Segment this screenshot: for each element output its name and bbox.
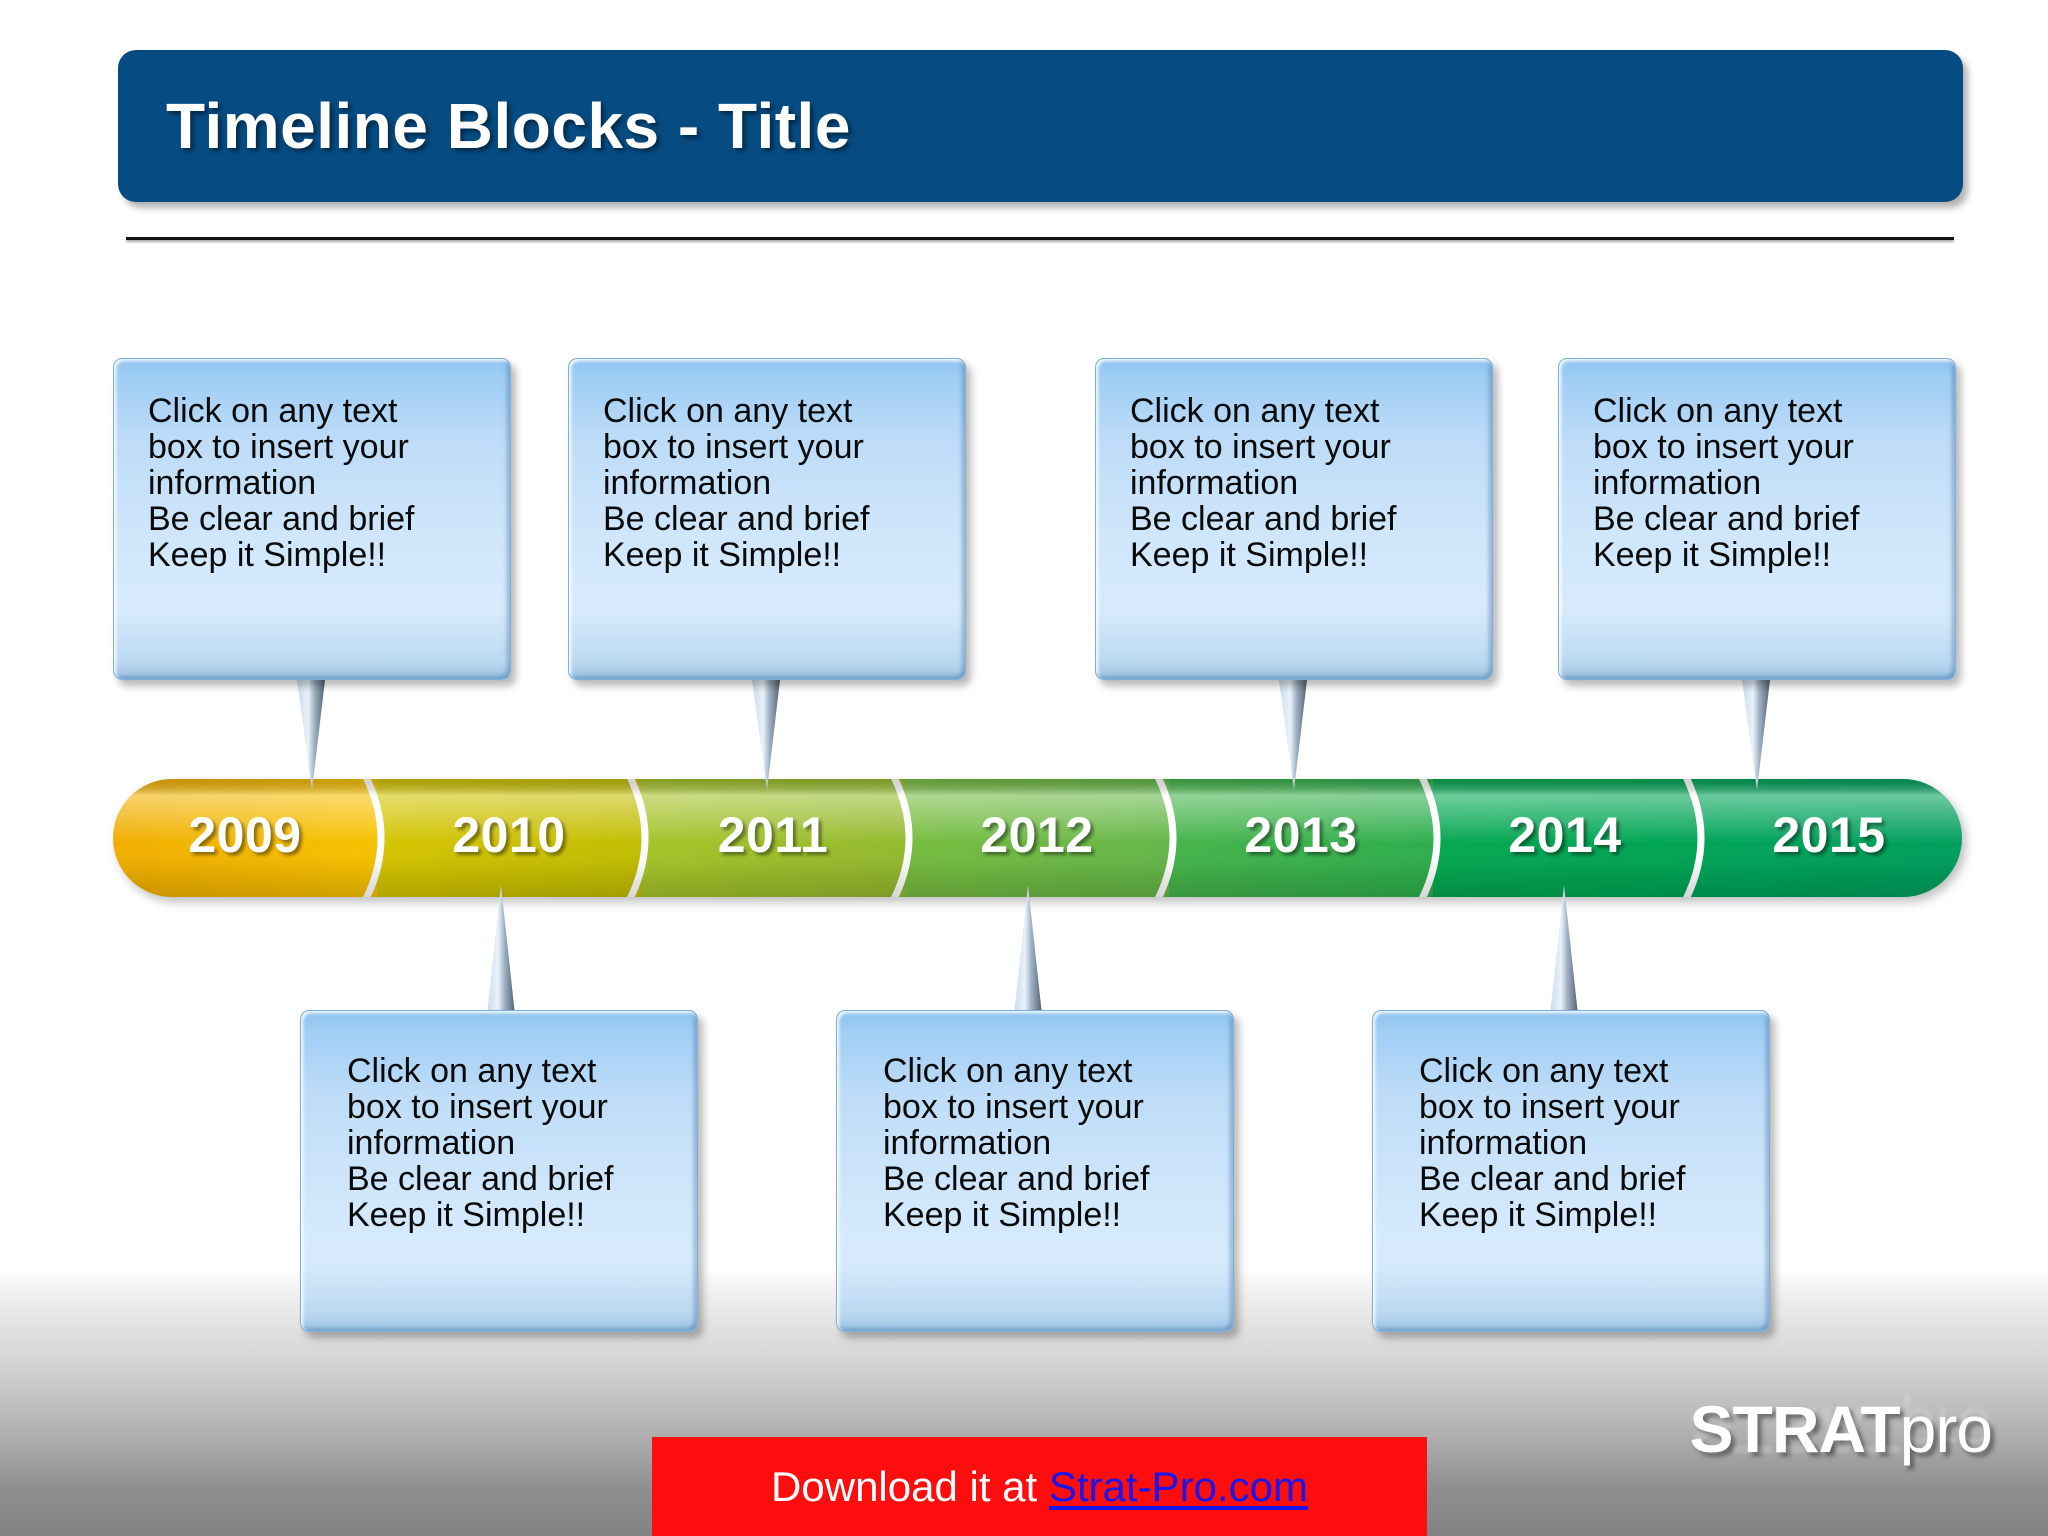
callout-body: Click on any text box to insert your inf… [569,359,965,679]
logo-reflection: STRATpro [1690,1394,1992,1468]
callout-line: box to insert your [603,428,864,467]
callout-line: box to insert your [1130,428,1391,467]
connector-spike-2015 [1742,680,1770,790]
callout-box-2009[interactable]: Click on any text box to insert your inf… [113,358,511,680]
connector-spike-2014 [1550,885,1578,1015]
callout-line: Click on any text [1593,392,1843,430]
logo-strat: STRAT [1689,1392,1901,1466]
callout-line: information [883,1124,1052,1163]
logo-reflection-strat: STRAT [1689,1394,1900,1468]
logo-pro: pro [1899,1392,1993,1466]
callout-line: information [148,464,317,503]
callout-line: Click on any text [1130,392,1380,430]
download-prefix: Download it at [771,1462,1049,1510]
logo-reflection-pro: pro [1899,1394,1992,1468]
callout-body: Click on any text box to insert your inf… [1373,1011,1769,1331]
callout-line: Keep it Simple!! [148,536,387,575]
callout-line: Click on any text [1419,1052,1669,1090]
callout-line: box to insert your [883,1088,1144,1127]
callout-line: Be clear and brief [883,1160,1150,1199]
connector-spike-2013 [1279,680,1307,790]
callout-line: information [1593,464,1762,503]
title-bar: Timeline Blocks - Title [118,50,1963,202]
title-divider [126,237,1954,240]
callout-line: box to insert your [1593,428,1854,467]
download-banner[interactable]: Download it at Strat-Pro.com [652,1437,1427,1536]
download-text: Download it at Strat-Pro.com [771,1463,1308,1511]
callout-line: Keep it Simple!! [1130,536,1369,575]
callout-line: Be clear and brief [1593,500,1860,539]
callout-body: Click on any text box to insert your inf… [114,359,510,679]
connector-spike-2010 [487,885,515,1015]
callout-line: Keep it Simple!! [883,1196,1122,1235]
callout-line: information [347,1124,516,1163]
callout-line: box to insert your [148,428,409,467]
callout-line: Click on any text [148,392,398,430]
callout-box-2015[interactable]: Click on any text box to insert your inf… [1558,358,1956,680]
callout-box-2014[interactable]: Click on any text box to insert your inf… [1372,1010,1770,1332]
callout-line: Click on any text [883,1052,1133,1090]
callout-line: Be clear and brief [148,500,415,539]
timeline-svg [113,779,1962,897]
callout-line: Keep it Simple!! [1419,1196,1658,1235]
callout-line: Be clear and brief [603,500,870,539]
callout-line: information [1419,1124,1588,1163]
callout-box-2013[interactable]: Click on any text box to insert your inf… [1095,358,1493,680]
callout-line: information [603,464,772,503]
callout-line: Click on any text [347,1052,597,1090]
connector-spike-2009 [297,680,325,790]
callout-line: Keep it Simple!! [347,1196,586,1235]
callout-line: box to insert your [1419,1088,1680,1127]
callout-box-2012[interactable]: Click on any text box to insert your inf… [836,1010,1234,1332]
timeline-bar[interactable] [113,779,1962,897]
callout-box-2010[interactable]: Click on any text box to insert your inf… [300,1010,698,1332]
connector-spike-2012 [1014,885,1042,1015]
callout-body: Click on any text box to insert your inf… [837,1011,1233,1331]
callout-body: Click on any text box to insert your inf… [301,1011,697,1331]
logo-wordmark: STRATpro [1690,1396,1993,1462]
callout-line: Be clear and brief [347,1160,614,1199]
callout-line: Keep it Simple!! [603,536,842,575]
callout-line: Click on any text [603,392,853,430]
connector-spike-2011 [752,680,780,790]
callout-line: Keep it Simple!! [1593,536,1832,575]
callout-box-2011[interactable]: Click on any text box to insert your inf… [568,358,966,680]
callout-line: Be clear and brief [1130,500,1397,539]
callout-body: Click on any text box to insert your inf… [1559,359,1955,679]
strat-pro-link[interactable]: Strat-Pro.com [1048,1462,1308,1510]
callout-body: Click on any text box to insert your inf… [1096,359,1492,679]
stratpro-logo: STRATpro STRATpro [1690,1394,1993,1530]
callout-line: box to insert your [347,1088,608,1127]
page-title: Timeline Blocks - Title [166,90,851,162]
callout-line: Be clear and brief [1419,1160,1686,1199]
callout-line: information [1130,464,1299,503]
